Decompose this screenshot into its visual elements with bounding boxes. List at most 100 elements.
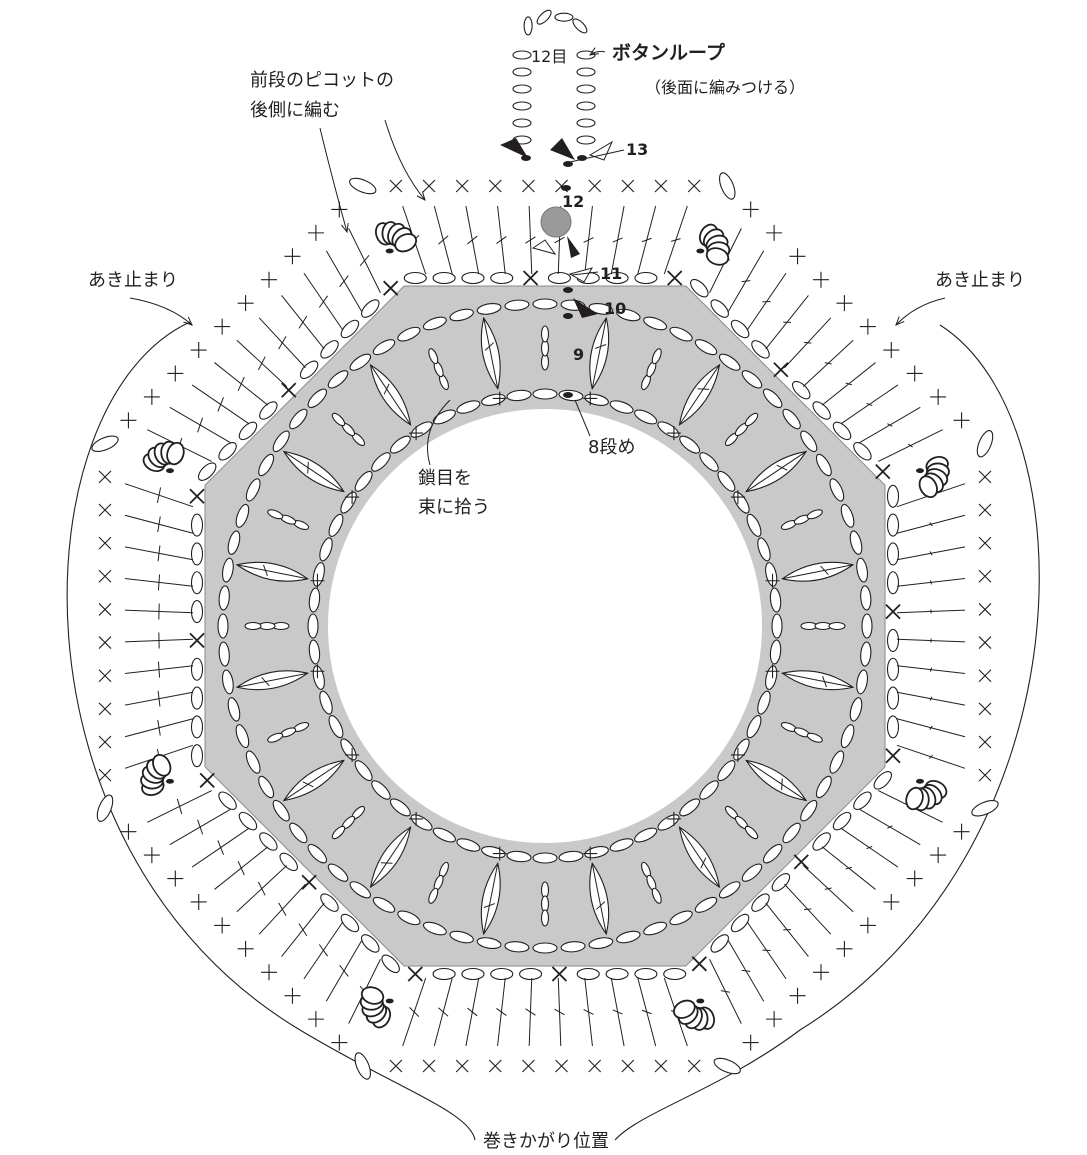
chain-stitch [328, 715, 344, 739]
picot-chain-bold [918, 475, 938, 498]
chain-stitch [349, 881, 372, 899]
slip-stitch-dot [696, 998, 705, 1004]
cluster-stem [679, 364, 720, 426]
sc-cross-mark [588, 179, 602, 193]
cluster-bar [483, 903, 496, 908]
chain-stitch-bold [279, 852, 298, 872]
slip-stitch-dot [916, 468, 924, 474]
sc-cross-mark [98, 702, 112, 716]
sc-cross-mark [98, 470, 112, 484]
cluster-stem [782, 564, 854, 580]
chain-stitch-bold [461, 967, 485, 981]
sc-plus-mark [261, 964, 278, 981]
sc-plus-mark [836, 940, 853, 957]
dc-bar [525, 236, 536, 244]
cluster-bar [595, 901, 606, 910]
dc-bar [278, 902, 287, 916]
loop-chain-stitch [576, 118, 596, 128]
cluster-stem [483, 317, 499, 389]
leaf-clusters [235, 316, 855, 936]
dc-bar [845, 382, 853, 386]
sc-plus-mark [409, 426, 424, 441]
whip-stitch-outline [66, 321, 1040, 1141]
chain-stitch [762, 843, 783, 864]
opening-end-left-leader [129, 297, 193, 326]
spoke-chain [651, 887, 662, 904]
dc-bar [612, 237, 623, 243]
whip-stitch-label: 巻きかがり位置 [483, 1131, 609, 1152]
chain-stitch-bold [710, 934, 729, 953]
dc-bar [887, 423, 893, 427]
sc-plus-mark [883, 893, 900, 910]
cluster-stem [745, 451, 807, 492]
chain-stitch [718, 881, 741, 899]
chain-stitch [221, 669, 234, 695]
chain-stitch-bold [886, 542, 900, 566]
dc-bar [467, 1007, 478, 1017]
row-13 [91, 172, 999, 1080]
loop-chain-stitch [512, 67, 532, 77]
chain-stitch-bold [690, 278, 709, 298]
slip-stitch-dot [385, 248, 394, 254]
picot-chain-bold [394, 233, 417, 253]
sc-plus-mark [120, 823, 137, 840]
dc-cluster [745, 759, 808, 802]
picot-chain [713, 1057, 741, 1075]
dc-bar [907, 443, 913, 448]
sc-plus-mark [143, 388, 160, 405]
dc-bar [929, 696, 933, 701]
chain-stitch [258, 775, 275, 799]
dc-bar [525, 1008, 536, 1016]
dc-bar [438, 1007, 449, 1017]
chain-stitch-bold [340, 319, 360, 339]
chain-stitch [504, 941, 530, 953]
chain-stitch [245, 750, 261, 774]
dc-cluster [678, 363, 721, 426]
sc-cross-mark [389, 179, 403, 193]
cluster-stem [236, 672, 308, 688]
chain-stitch [769, 639, 782, 665]
picot-chain [96, 794, 114, 822]
chain-stitch [389, 435, 411, 454]
chain-stitch [456, 838, 481, 852]
dc-bar [803, 908, 812, 911]
loop-chain-stitch [576, 135, 596, 145]
chain-stitch [354, 470, 373, 492]
chain-stitch [861, 613, 873, 639]
dc-bar [866, 402, 873, 407]
loop-chain-stitch [523, 16, 533, 36]
dc-bar [339, 275, 349, 287]
behind-picot-leader-2 [384, 119, 426, 201]
sc-plus-mark [284, 248, 301, 265]
spoke-chain [267, 732, 284, 743]
button-loop-label: ボタンループ [612, 42, 725, 64]
row-number-13: 13 [626, 140, 649, 159]
chain-stitch-bold [663, 967, 687, 981]
annotation-leaders [129, 47, 946, 466]
sc-cross-mark [189, 488, 205, 504]
sc-cross-mark [98, 503, 112, 517]
sc-plus-mark [583, 391, 598, 406]
dc-bar [257, 356, 266, 371]
cluster-bar [776, 464, 788, 471]
chain-stitch [476, 937, 502, 950]
picot-chain [91, 435, 119, 453]
sc-plus-mark [730, 490, 745, 505]
chain-stitch [272, 799, 290, 822]
sc-plus-mark [214, 318, 231, 335]
sc-cross-mark [98, 735, 112, 749]
pick-chain-label-1: 鎖目を [418, 468, 472, 489]
loop-chain-stitch [512, 50, 532, 60]
dc-bar [641, 237, 652, 243]
chain-stitch-bold [190, 571, 204, 595]
sc-plus-mark [812, 964, 829, 981]
pick-chain-leader [427, 399, 451, 466]
chain-stitch-bold [218, 442, 237, 461]
dc-bar [156, 487, 162, 504]
sc-plus-mark [492, 846, 507, 861]
dc-cluster [745, 450, 808, 493]
sc-cross-mark [522, 270, 539, 286]
chain-stitch-bold [190, 542, 204, 566]
spoke-chain [828, 621, 846, 631]
loop-chain-stitch [576, 101, 596, 111]
